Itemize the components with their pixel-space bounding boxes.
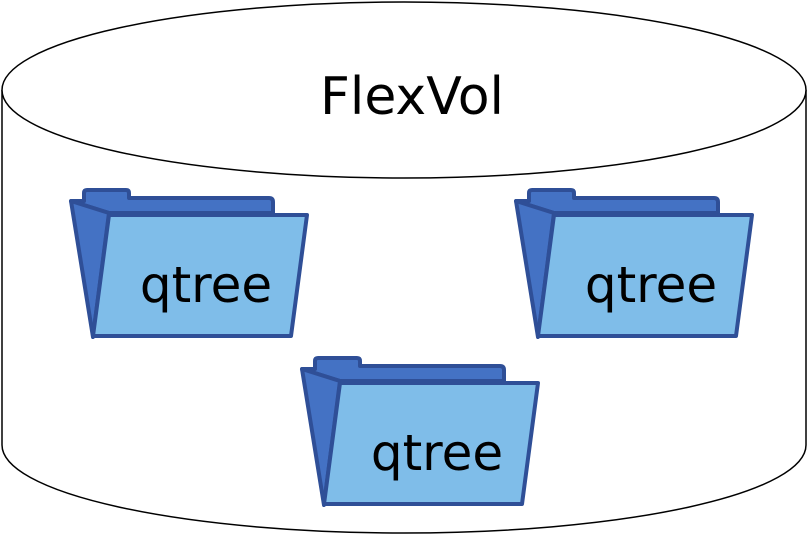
qtree-label: qtree xyxy=(585,256,717,314)
flexvol-label: FlexVol xyxy=(320,67,504,127)
qtree-folder: qtree xyxy=(300,356,540,507)
cylinder-top xyxy=(1,1,807,179)
qtree-folder: qtree xyxy=(514,188,754,339)
qtree-label: qtree xyxy=(140,256,272,314)
qtree-folder: qtree xyxy=(69,188,309,339)
qtree-label: qtree xyxy=(371,424,503,482)
